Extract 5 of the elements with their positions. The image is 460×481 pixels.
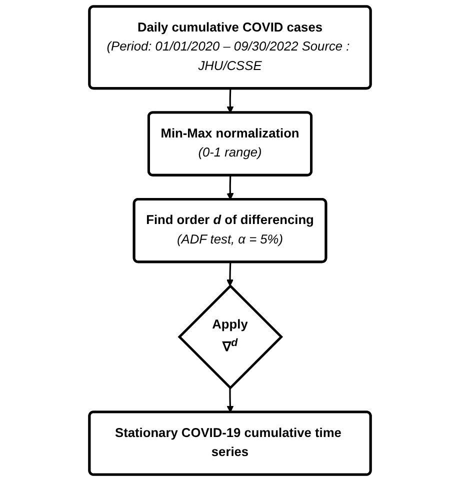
arrow	[226, 388, 234, 413]
arrow	[226, 88, 234, 114]
arrow	[226, 176, 234, 200]
node-diamond: Apply ∇$^{d}$	[178, 284, 284, 390]
arrow	[226, 262, 234, 286]
